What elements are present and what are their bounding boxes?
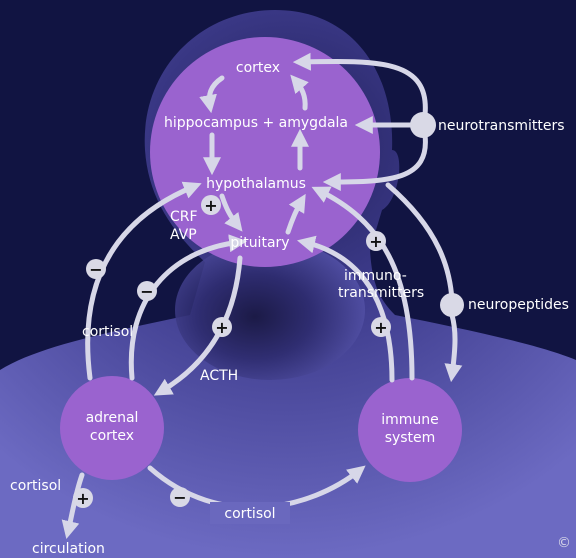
label-cortisol-left: cortisol: [82, 324, 133, 340]
plus-sign-acth: +: [212, 317, 232, 337]
label-immunotransmitters-line2: transmitters: [338, 285, 424, 301]
plus-sign-immune-outer: +: [366, 231, 386, 251]
svg-text:+: +: [374, 318, 387, 337]
label-hippocampus-amygdala: hippocampus + amygdala: [164, 115, 348, 131]
svg-text:−: −: [140, 282, 153, 301]
arrow-immune-to-pituitary: [296, 235, 395, 383]
arrow-immune-to-hypothalamus: [311, 186, 415, 381]
arrow-neuropeptides-to-immune: [444, 312, 463, 383]
label-neurotransmitters: neurotransmitters: [438, 118, 565, 134]
label-cortisol-outer: cortisol: [10, 478, 61, 494]
label-crf: CRF: [170, 209, 198, 225]
copyright-mark: ©: [557, 535, 571, 551]
arrow-hypothalamus-to-pituitary: [219, 193, 243, 232]
plus-sign-crf: +: [201, 195, 221, 215]
label-immune-line2: system: [385, 430, 436, 446]
label-adrenal-line1: adrenal: [86, 410, 139, 426]
arrows: [61, 52, 463, 540]
plus-sign-circulation: +: [73, 488, 93, 508]
arrow-cortisol-to-pituitary: [128, 234, 248, 381]
neurotransmitters-hub: [410, 112, 436, 138]
label-circulation: circulation: [32, 541, 105, 557]
cortisol-bottom-box: [210, 502, 290, 524]
label-immune-line1: immune: [381, 412, 439, 428]
minus-sign-inner-cortisol: −: [137, 281, 157, 301]
arrow-neurotransmitters-to-cortex: [292, 52, 428, 118]
arrow-pituitary-to-hypothalamus: [285, 193, 306, 235]
label-hypothalamus: hypothalamus: [206, 176, 306, 192]
sign-markers: + + + + + − − −: [73, 195, 391, 508]
adrenal-cortex-node: [60, 376, 164, 480]
label-acth: ACTH: [200, 368, 238, 384]
immune-system-node: [358, 378, 462, 482]
arrow-cortex-to-hippocampus: [199, 75, 225, 114]
arrow-cortisol-to-circulation: [61, 472, 85, 540]
svg-text:+: +: [369, 232, 382, 251]
line-hypothalamus-to-neuropeptides: [385, 182, 455, 303]
svg-text:+: +: [204, 196, 217, 215]
label-cortex: cortex: [236, 60, 280, 76]
svg-text:+: +: [76, 489, 89, 508]
label-pituitary: pituitary: [230, 235, 289, 251]
arrow-amygdala-to-cortex: [290, 74, 309, 111]
label-immunotransmitters-line1: immuno-: [344, 268, 407, 284]
label-cortisol-bottom: cortisol: [224, 506, 275, 522]
label-adrenal-line2: cortex: [90, 428, 134, 444]
svg-text:−: −: [173, 488, 186, 507]
minus-sign-outer-cortisol: −: [86, 259, 106, 279]
arrow-neurotransmitters-to-hypothalamus: [322, 132, 428, 191]
label-neuropeptides: neuropeptides: [468, 297, 569, 313]
neuropeptides-hub: [440, 293, 464, 317]
svg-text:+: +: [215, 318, 228, 337]
svg-text:−: −: [89, 260, 102, 279]
label-avp: AVP: [170, 227, 197, 243]
plus-sign-immune-inner: +: [371, 317, 391, 337]
minus-sign-bottom-cortisol: −: [170, 487, 190, 507]
